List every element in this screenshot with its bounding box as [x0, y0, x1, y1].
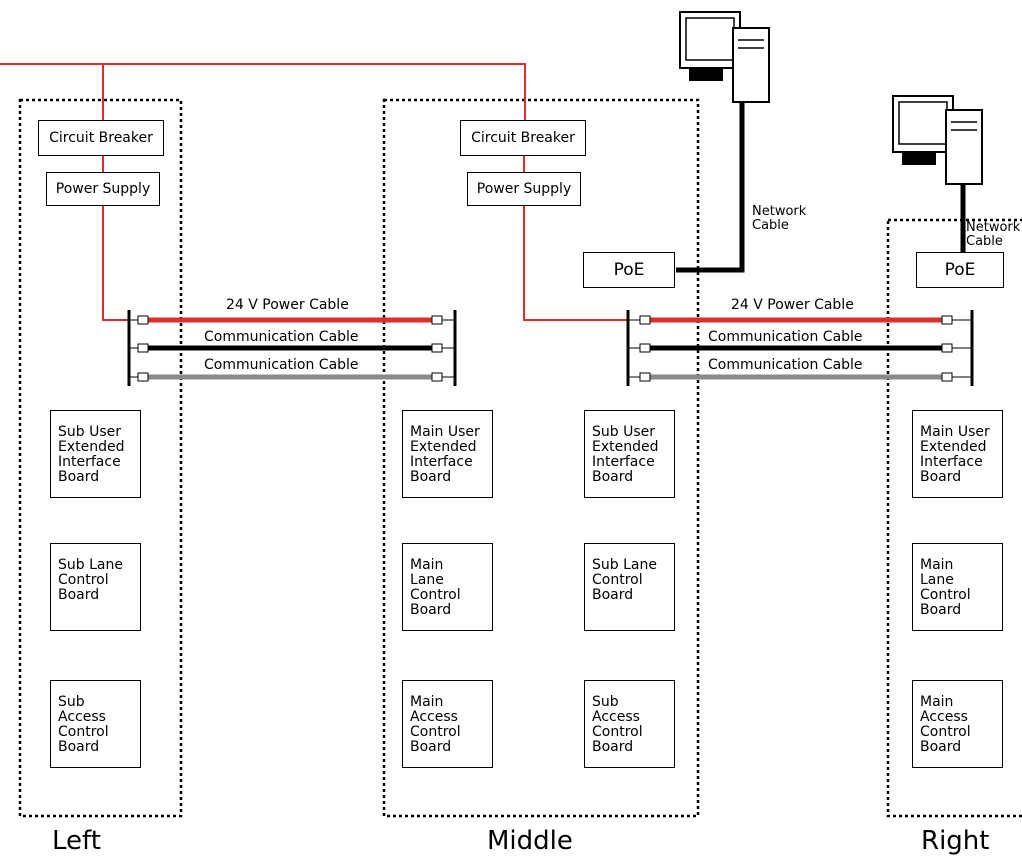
zone-label-middle: Middle [487, 826, 573, 856]
middle-zone-frame [382, 98, 700, 818]
power-supply-box: Power Supply [46, 172, 160, 206]
sub-lane-control-board: Sub Lane Control Board [584, 543, 675, 631]
network-cable-label: Network Cable [966, 220, 1021, 249]
zone-label-left: Left [52, 826, 101, 856]
power-cable-label: 24 V Power Cable [226, 297, 349, 313]
computer-icon [892, 95, 983, 185]
sub-user-extended-interface-board: Sub User Extended Interface Board [584, 410, 675, 498]
sub-lane-control-board: Sub Lane Control Board [50, 543, 141, 631]
power-supply-box: Power Supply [467, 172, 581, 206]
poe-box: PoE [916, 252, 1004, 288]
network-cable-label: Network Cable [752, 204, 807, 233]
comm-cable-label: Communication Cable [708, 329, 863, 345]
circuit-breaker-box: Circuit Breaker [460, 120, 586, 156]
comm-cable-label: Communication Cable [204, 329, 359, 345]
circuit-breaker-box: Circuit Breaker [38, 120, 164, 156]
main-user-extended-interface-board: Main User Extended Interface Board [402, 410, 493, 498]
sub-user-extended-interface-board: Sub User Extended Interface Board [50, 410, 141, 498]
comm-cable-label: Communication Cable [204, 357, 359, 373]
cable-bundle-left-middle [130, 315, 455, 382]
main-access-control-board: Main Access Control Board [402, 680, 493, 768]
mains-power-lines [0, 63, 628, 321]
main-access-control-board: Main Access Control Board [912, 680, 1003, 768]
main-user-extended-interface-board: Main User Extended Interface Board [912, 410, 1003, 498]
sub-access-control-board: Sub Access Control Board [584, 680, 675, 768]
power-cable-label: 24 V Power Cable [731, 297, 854, 313]
sub-access-control-board: Sub Access Control Board [50, 680, 141, 768]
comm-cable-label: Communication Cable [708, 357, 863, 373]
main-lane-control-board: Main Lane Control Board [912, 543, 1003, 631]
left-zone-frame [18, 98, 183, 818]
network-cables [676, 90, 966, 273]
cable-bundle-middle-right [629, 315, 972, 382]
poe-box: PoE [583, 252, 675, 288]
main-lane-control-board: Main Lane Control Board [402, 543, 493, 631]
computer-icon [679, 11, 770, 103]
zone-label-right: Right [921, 826, 990, 856]
